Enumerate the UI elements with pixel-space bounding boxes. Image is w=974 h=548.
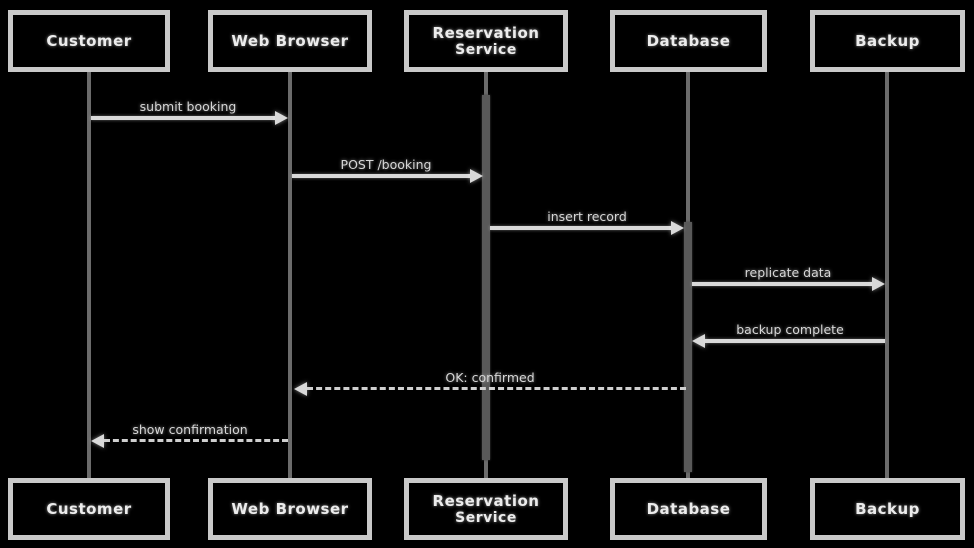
- arrowhead-right-icon: [671, 221, 684, 235]
- participant-box-top-database: Database: [610, 10, 767, 72]
- message-label: replicate data: [744, 265, 832, 280]
- message-label: show confirmation: [132, 422, 248, 437]
- lifeline-backup: [885, 72, 889, 478]
- message-line: [490, 226, 672, 230]
- message-label: OK: confirmed: [445, 370, 535, 385]
- participant-label: Web Browser: [231, 32, 349, 50]
- participant-box-top-reservation-service: Reservation Service: [404, 10, 568, 72]
- arrowhead-left-icon: [91, 434, 104, 448]
- participant-label: Backup: [855, 32, 920, 50]
- participant-box-bottom-customer: Customer: [8, 478, 170, 540]
- participant-label: Customer: [46, 500, 132, 518]
- participant-box-top-web-browser: Web Browser: [208, 10, 372, 72]
- participant-box-bottom-database: Database: [610, 478, 767, 540]
- message-line-dashed: [104, 439, 288, 442]
- message-line: [705, 339, 885, 343]
- participant-label: Database: [646, 32, 731, 50]
- lifeline-web-browser: [288, 72, 292, 478]
- participant-label: Database: [646, 500, 731, 518]
- participant-box-top-customer: Customer: [8, 10, 170, 72]
- arrowhead-right-icon: [470, 169, 483, 183]
- participant-label-line2: Service: [455, 42, 517, 58]
- participant-box-top-backup: Backup: [810, 10, 965, 72]
- message-label: insert record: [547, 209, 627, 224]
- message-label: POST /booking: [340, 157, 432, 172]
- participant-label-line2: Service: [455, 510, 517, 526]
- message-line: [692, 282, 873, 286]
- arrowhead-right-icon: [275, 111, 288, 125]
- participant-box-bottom-backup: Backup: [810, 478, 965, 540]
- arrowhead-left-icon: [692, 334, 705, 348]
- message-label: submit booking: [139, 99, 237, 114]
- message-line: [292, 174, 472, 178]
- participant-label: Web Browser: [231, 500, 349, 518]
- message-line: [91, 116, 276, 120]
- participant-label: Reservation: [432, 24, 540, 42]
- participant-box-bottom-web-browser: Web Browser: [208, 478, 372, 540]
- participant-label: Reservation: [432, 492, 540, 510]
- lifeline-customer: [87, 72, 91, 478]
- message-line-dashed: [307, 387, 686, 390]
- participant-box-bottom-reservation-service: Reservation Service: [404, 478, 568, 540]
- message-label: backup complete: [736, 322, 844, 337]
- arrowhead-left-icon: [294, 382, 307, 396]
- arrowhead-right-icon: [872, 277, 885, 291]
- participant-label: Customer: [46, 32, 132, 50]
- activation-bar-database: [684, 222, 692, 472]
- activation-bar-reservation-service: [482, 95, 490, 460]
- participant-label: Backup: [855, 500, 920, 518]
